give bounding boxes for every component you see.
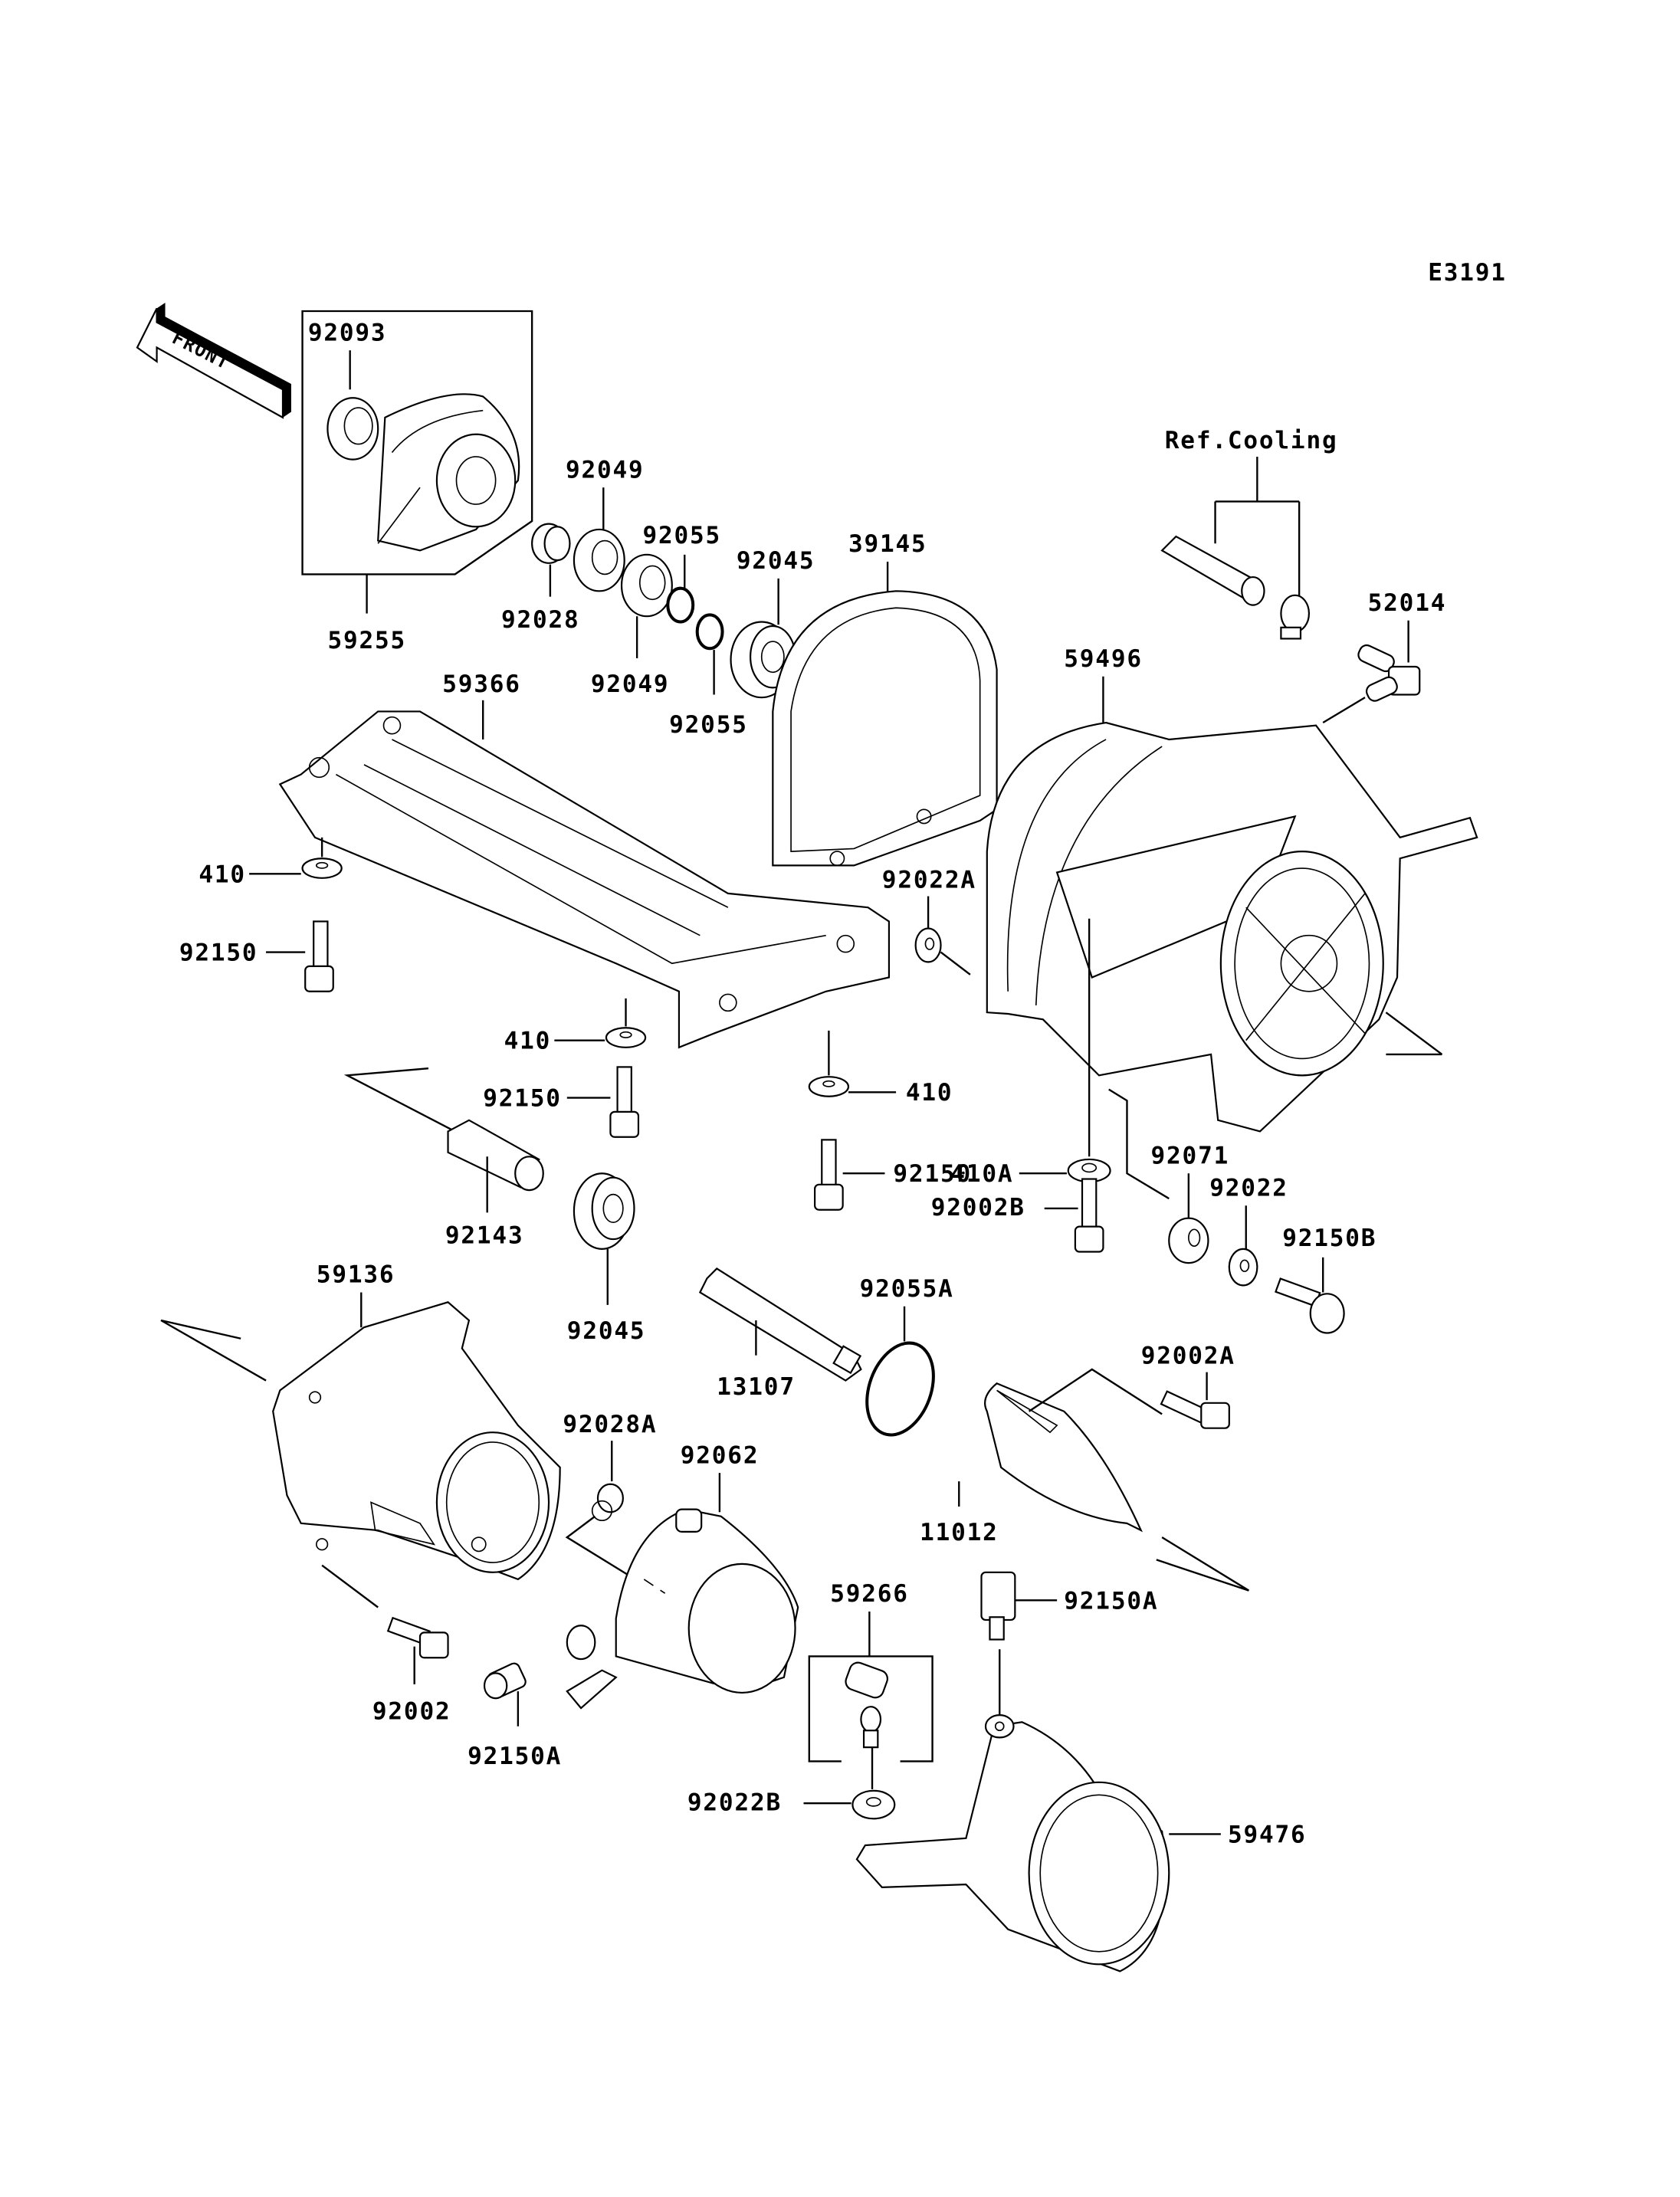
part-label-92055A[interactable]: 92055A xyxy=(860,1275,954,1303)
part-410-left: 410 xyxy=(199,837,343,888)
part-label-92150A-left[interactable]: 92150A xyxy=(468,1743,562,1770)
part-92150A-left: 92150A xyxy=(468,1662,562,1770)
part-label-92022[interactable]: 92022 xyxy=(1209,1174,1288,1202)
part-label-92150B[interactable]: 92150B xyxy=(1282,1225,1376,1252)
part-92071: 92071 xyxy=(1108,1088,1230,1264)
part-label-92002B[interactable]: 92002B xyxy=(931,1194,1025,1221)
part-92150A-right: 92150A xyxy=(980,1571,1158,1723)
part-label-59136[interactable]: 59136 xyxy=(317,1261,395,1289)
part-label-59366[interactable]: 59366 xyxy=(442,671,521,698)
part-label-92150-mid[interactable]: 92150 xyxy=(483,1085,562,1113)
part-92002: 92002 xyxy=(372,1616,451,1726)
part-label-92022A[interactable]: 92022A xyxy=(882,867,976,894)
ref-cooling-label[interactable]: Ref.Cooling xyxy=(1165,427,1338,454)
part-92055-lower: 92055 xyxy=(669,613,748,739)
part-92150-mid: 92150 xyxy=(483,1066,640,1138)
part-92049-lower: 92049 xyxy=(591,553,673,698)
part-92022B: 92022B xyxy=(687,1789,896,1820)
part-label-59496[interactable]: 59496 xyxy=(1064,645,1143,673)
part-label-52014[interactable]: 52014 xyxy=(1368,589,1447,617)
part-label-11012[interactable]: 11012 xyxy=(920,1519,999,1546)
part-92028: 92028 xyxy=(501,523,580,634)
part-label-92049-lower[interactable]: 92049 xyxy=(591,671,670,698)
part-label-92143[interactable]: 92143 xyxy=(445,1222,524,1250)
part-label-92049-upper[interactable]: 92049 xyxy=(566,456,645,484)
part-label-92150-right[interactable]: 92150 xyxy=(893,1160,972,1188)
part-label-59266[interactable]: 59266 xyxy=(830,1580,909,1608)
part-92150-right: 92150 xyxy=(814,1139,972,1211)
part-92062: 92062 xyxy=(566,1441,799,1710)
part-label-92062[interactable]: 92062 xyxy=(681,1441,760,1469)
part-label-92071[interactable]: 92071 xyxy=(1151,1142,1230,1169)
part-label-410A[interactable]: 410A xyxy=(950,1160,1013,1188)
part-59476: 59476 xyxy=(855,1714,1307,1972)
part-label-92002A[interactable]: 92002A xyxy=(1141,1343,1235,1370)
part-92022: 92022 xyxy=(1209,1174,1288,1287)
part-39145: 39145 xyxy=(772,530,998,867)
part-label-92028A[interactable]: 92028A xyxy=(563,1411,657,1438)
part-label-92045-upper[interactable]: 92045 xyxy=(737,547,815,575)
part-label-92093[interactable]: 92093 xyxy=(308,319,387,346)
part-410A: 410A xyxy=(950,918,1111,1188)
ref-cooling-hose-clamp: Ref.Cooling xyxy=(1160,427,1338,640)
part-label-92150-left[interactable]: 92150 xyxy=(179,939,258,967)
part-92143: 92143 xyxy=(343,1067,544,1250)
part-label-410-left[interactable]: 410 xyxy=(199,861,246,888)
part-92045-lower: 92045 xyxy=(567,1172,646,1345)
part-label-410-right[interactable]: 410 xyxy=(906,1079,953,1107)
part-92002B: 92002B xyxy=(931,1178,1104,1253)
part-92022A: 92022A xyxy=(882,867,976,976)
part-label-92002[interactable]: 92002 xyxy=(372,1698,451,1726)
part-label-92022B[interactable]: 92022B xyxy=(687,1789,782,1816)
part-59136: 59136 xyxy=(160,1261,561,1608)
part-label-92028[interactable]: 92028 xyxy=(501,606,580,634)
part-410-right: 410 xyxy=(808,1030,953,1107)
part-label-39145[interactable]: 39145 xyxy=(848,530,927,558)
part-13107: 13107 xyxy=(698,1267,862,1401)
part-11012: 11012 xyxy=(920,1382,1250,1592)
part-label-92055-lower[interactable]: 92055 xyxy=(669,711,748,739)
part-92055-upper: 92055 xyxy=(642,522,721,624)
part-59496: 59496 xyxy=(986,645,1478,1133)
part-92055A: 92055A xyxy=(860,1275,954,1437)
part-59366: 59366 xyxy=(278,671,891,1049)
part-label-59476[interactable]: 59476 xyxy=(1228,1821,1307,1848)
part-92150B: 92150B xyxy=(1275,1225,1376,1334)
part-410-mid: 410 xyxy=(504,998,647,1055)
part-92049-upper: 92049 xyxy=(566,456,645,592)
part-92002A: 92002A xyxy=(1028,1343,1235,1429)
part-label-92055-upper[interactable]: 92055 xyxy=(642,522,721,549)
part-label-410-mid[interactable]: 410 xyxy=(504,1028,552,1055)
part-label-59255[interactable]: 59255 xyxy=(327,627,406,654)
front-arrow-icon: FRONT xyxy=(136,303,291,419)
part-59266: 59266 xyxy=(808,1580,934,1789)
part-label-13107[interactable]: 13107 xyxy=(717,1373,796,1401)
part-label-92045-lower[interactable]: 92045 xyxy=(567,1317,646,1345)
part-label-92150A-right[interactable]: 92150A xyxy=(1064,1587,1158,1615)
part-92150-left: 92150 xyxy=(179,920,334,992)
impeller-assembly: 59255 92093 xyxy=(301,310,533,654)
diagram-code: E3191 xyxy=(1428,259,1507,287)
part-52014: 52014 xyxy=(1322,589,1447,724)
